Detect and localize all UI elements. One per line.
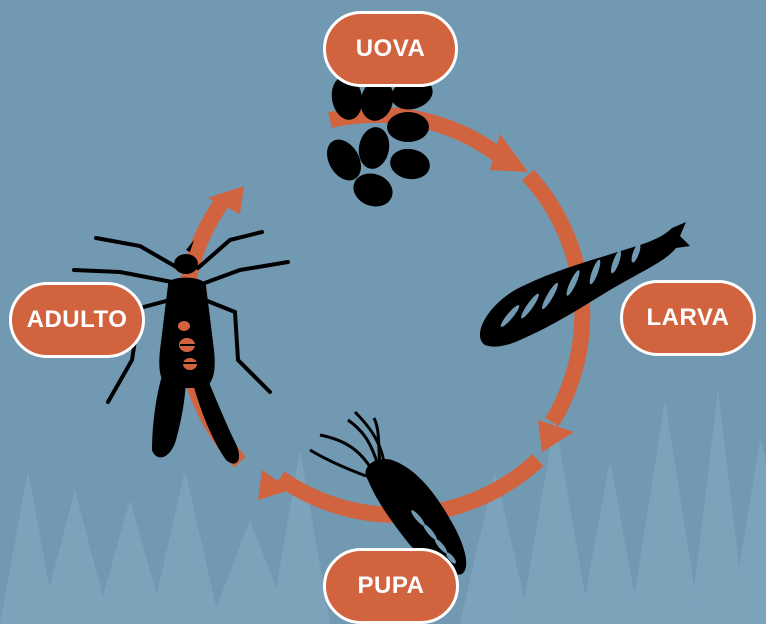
stage-label-eggs: UOVA xyxy=(323,11,458,87)
arrowhead-to-larva xyxy=(490,134,528,172)
eggs-illustration xyxy=(320,74,436,212)
adult-wing-left xyxy=(152,360,186,457)
stage-label-adult: ADULTO xyxy=(9,282,145,358)
adult-head xyxy=(174,254,198,274)
stage-label-larva: LARVA xyxy=(620,280,756,356)
stage-label-pupa: PUPA xyxy=(323,548,459,624)
